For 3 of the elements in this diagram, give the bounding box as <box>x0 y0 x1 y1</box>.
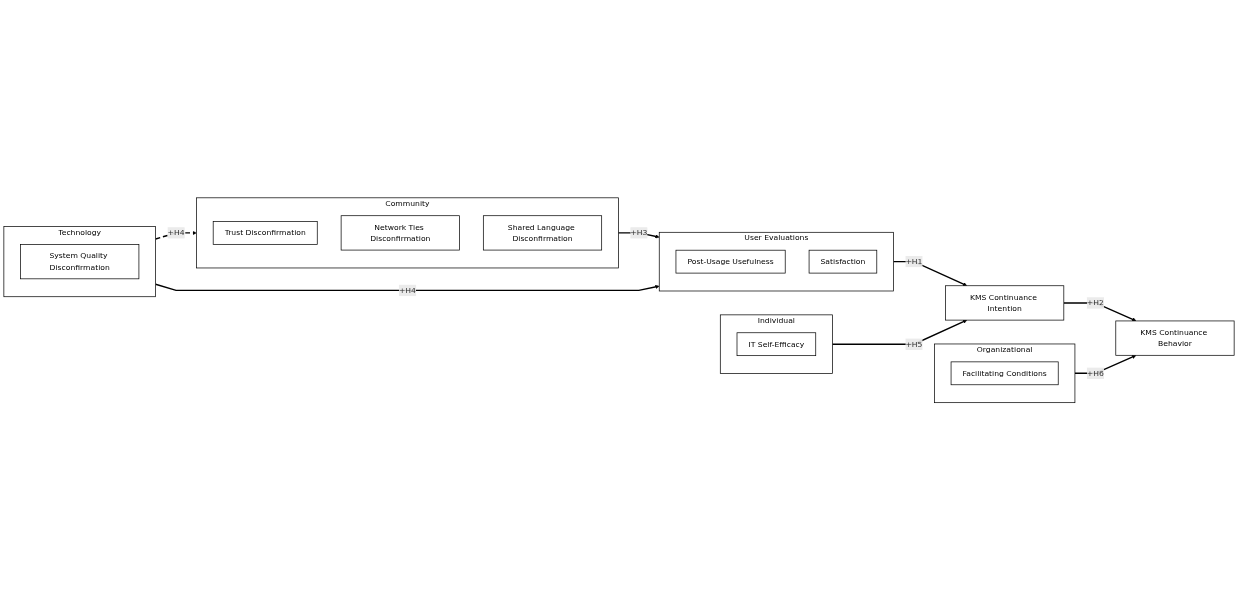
arrow <box>1063 302 1137 322</box>
arrow <box>154 283 660 292</box>
arrow <box>154 231 197 240</box>
